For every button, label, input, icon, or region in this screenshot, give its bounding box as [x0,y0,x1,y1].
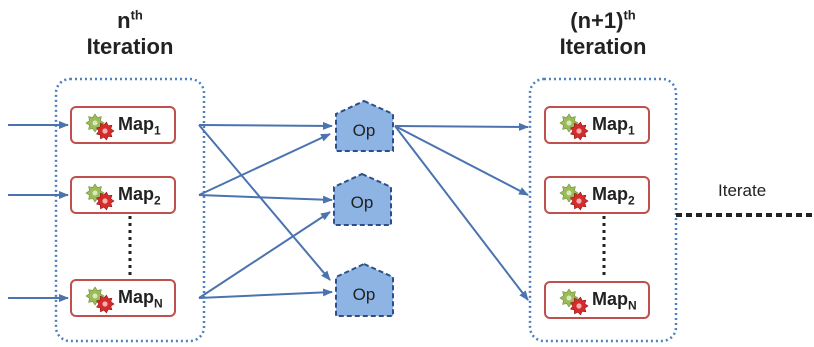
gear-green-hub [92,120,98,126]
op-label-2: Op [350,193,374,212]
op-label-1: Op [352,121,376,140]
iterate-label: Iterate [718,181,767,200]
map-label-base: Map [592,289,628,309]
map-label-sub: 1 [154,123,161,138]
iteration-header-n-base: n [117,8,131,33]
edge-op1-next-mapN [394,125,529,301]
gear-green-hub [566,120,572,126]
iteration-header-n-plus-1-word: Iteration [559,34,647,59]
map-box-n-2: Map2 [70,176,176,214]
gear-green-hub [566,295,572,301]
gears-icon [559,288,589,316]
map-box-n-1: Map1 [70,106,176,144]
gears-icon [559,113,589,141]
edge-map1-op3 [198,124,331,281]
edge-map1-op1 [198,121,333,130]
gear-red-hub [102,128,108,134]
map-label-sub: 2 [154,193,161,208]
map-label-sub: 2 [628,193,635,208]
map-box-n-plus-1-N: MapN [544,281,650,319]
gear-green-hub [92,293,98,299]
map-label-sub: N [154,296,163,311]
iteration-header-n-plus-1-base: (n+1) [570,8,624,33]
iteration-header-n-word: Iteration [86,34,174,59]
edge-op1-next-map1 [394,122,529,131]
map-label-base: Map [592,184,628,204]
edge-op1-next-map2 [394,125,529,196]
edge-mapN-op2 [198,211,331,299]
gear-red-hub [576,198,582,204]
gear-red-hub [102,198,108,204]
iteration-header-n-plus-1: (n+1)th Iteration [540,8,666,60]
op-label-3: Op [352,285,376,304]
map-label-base: Map [118,287,154,307]
edge-map2-op1 [198,133,331,196]
map-label-base: Map [118,184,154,204]
iteration-header-n-sup: th [130,7,143,23]
op-shape-2 [333,172,392,226]
gear-red-hub [576,303,582,309]
gears-icon [85,113,115,141]
gears-icon [85,286,115,314]
op-shape-3 [335,262,394,317]
iteration-container-n-plus-1 [528,77,678,343]
map-box-n-N: MapN [70,279,176,317]
gear-green-hub [566,190,572,196]
map-label-base: Map [592,114,628,134]
gear-green-hub [92,190,98,196]
gear-red-hub [102,301,108,307]
map-label-sub: 1 [628,123,635,138]
iteration-header-n: nth Iteration [78,8,182,60]
iteration-header-n-plus-1-sup: th [623,7,636,23]
gears-icon [559,183,589,211]
gear-red-hub [576,128,582,134]
op-shape-1 [335,99,394,152]
edge-mapN-op3 [198,288,333,299]
iteration-container-n [54,77,206,343]
map-label-base: Map [118,114,154,134]
edge-map2-op2 [198,194,333,204]
map-box-n-plus-1-2: Map2 [544,176,650,214]
gears-icon [85,183,115,211]
map-box-n-plus-1-1: Map1 [544,106,650,144]
map-label-sub: N [628,298,637,313]
